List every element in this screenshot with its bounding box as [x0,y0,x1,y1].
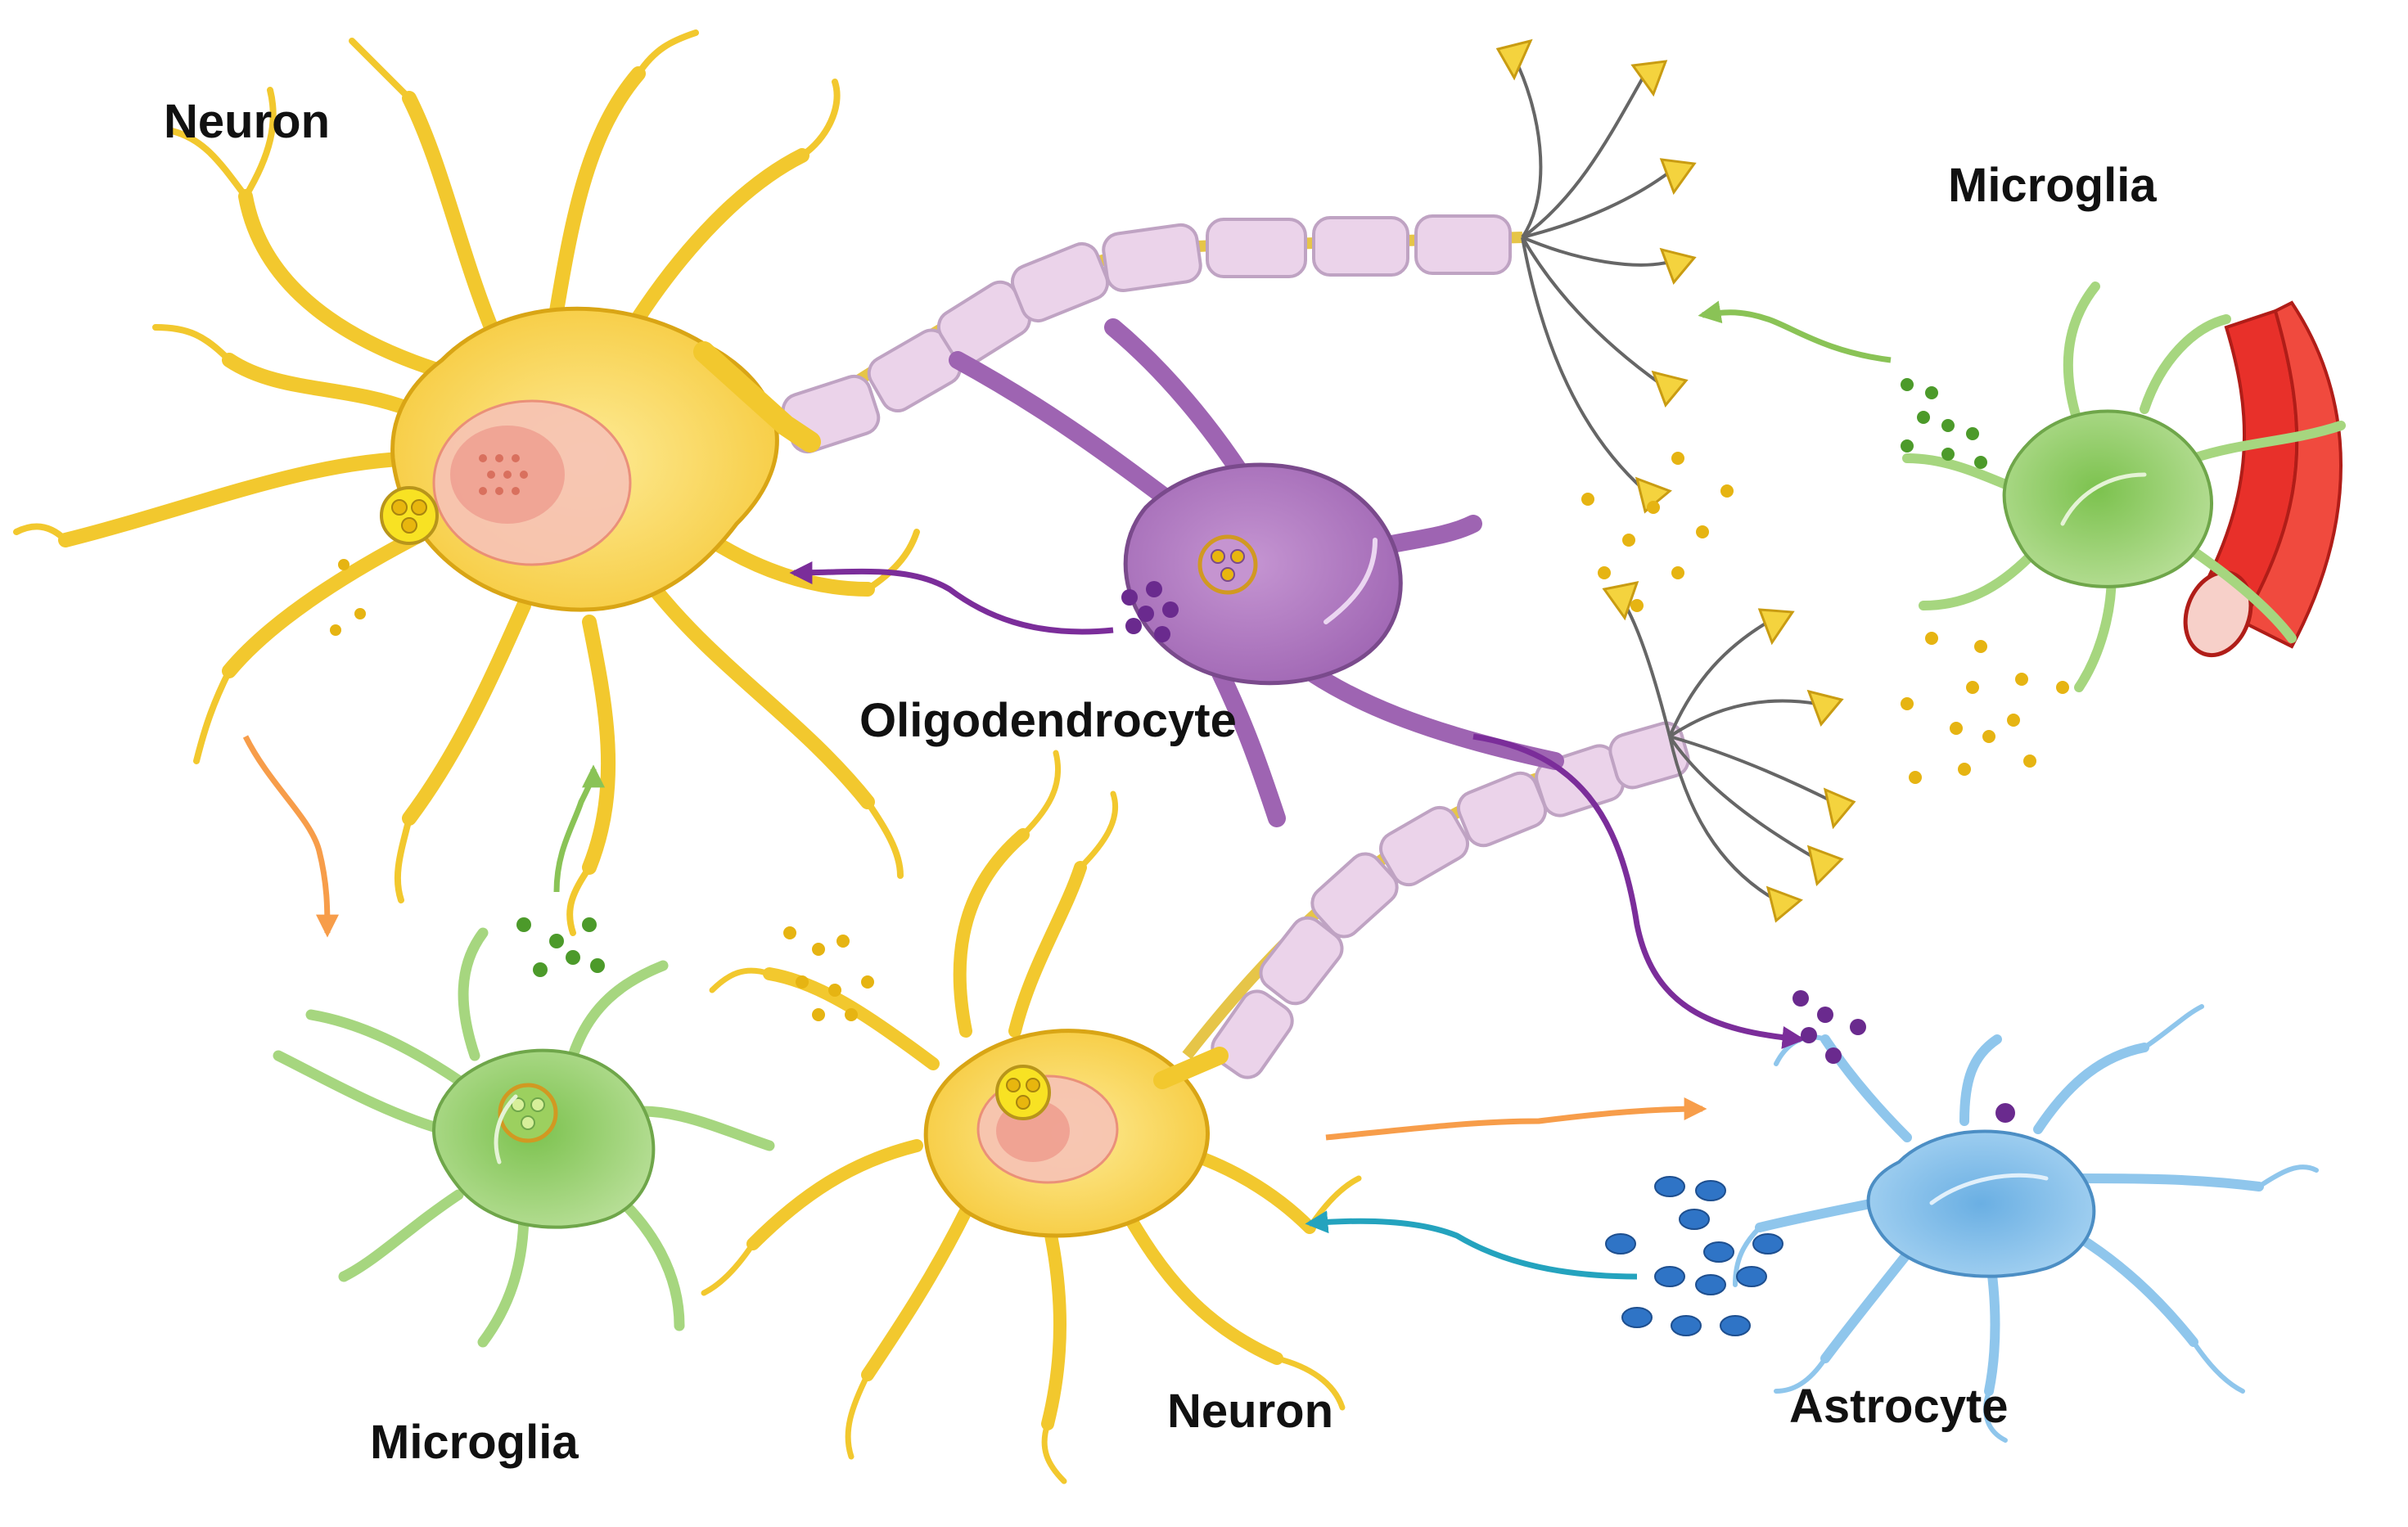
green-particles-bottom [516,917,605,977]
arrow-neuron-to-astrocyte [1325,1097,1707,1141]
label-microglia-top: Microglia [1948,159,2157,212]
blood-vessel-icon [2183,300,2343,658]
axon-terminals-top [1513,56,1671,493]
oligodendrocyte-cell-icon [949,318,1564,827]
label-neuron-top: Neuron [164,95,330,148]
axon-terminal-buttons-top [1495,38,1697,514]
label-oligodendrocyte: Oligodendrocyte [859,694,1237,747]
microglia-cell-icon [1902,282,2346,692]
yellow-particles-bottom-neuron [783,926,874,1021]
myelinated-axon-bottom [1182,721,1690,1079]
label-microglia-bottom: Microglia [370,1416,579,1469]
green-particles-top [1901,378,1987,469]
arrow-neuron-to-microglia [242,735,339,938]
microglia-cell-icon [273,927,775,1348]
neuron-cell-icon [13,29,920,936]
purple-particles-astrocyte [1792,990,1866,1064]
arrow-oligodendrocyte-to-astrocyte [1472,733,1806,1049]
yellow-particles-top-neuron [330,559,366,636]
axon-terminal-buttons-bottom [1602,581,1856,923]
neuron-cell-icon [701,750,1362,1484]
arrow-oligodendrocyte-to-neuron [789,561,1114,635]
myelinated-axon-top [781,214,1523,454]
astrocyte-cell-icon [1733,1004,2319,1443]
axon-terminals-bottom [1619,596,1834,902]
yellow-particles-right [1901,632,2069,784]
purple-particles-oligodendrocyte [1121,581,1179,642]
blue-particles-astrocyte [1605,1176,1783,1336]
label-astrocyte: Astrocyte [1789,1380,2009,1433]
arrow-astrocyte-to-neuron [1305,1210,1638,1280]
label-neuron-bottom: Neuron [1167,1385,1333,1438]
yellow-particles-terminals [1581,452,1734,612]
arrow-microglia-to-neuron [553,764,605,893]
arrow-microglia-to-terminals [1698,300,1892,363]
